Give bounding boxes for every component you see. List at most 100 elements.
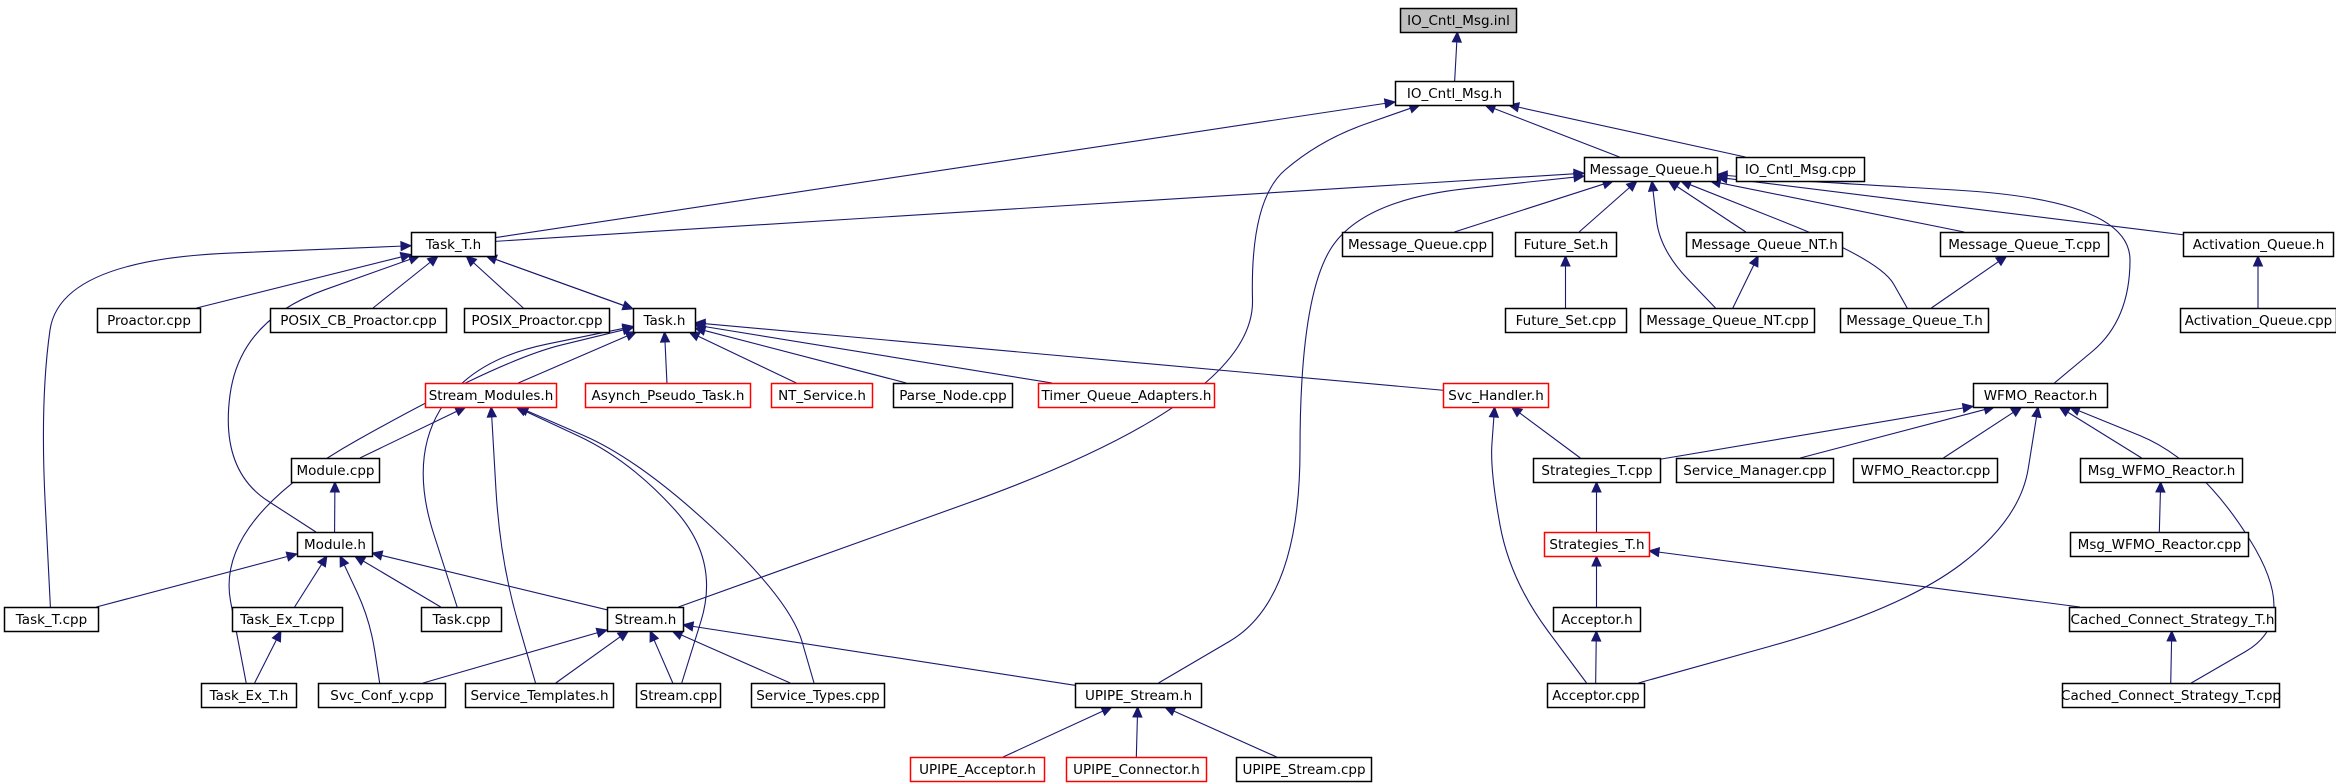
node-message-queue-t-h[interactable]: Message_Queue_T.h [1839, 307, 1990, 334]
node-acceptor-h[interactable]: Acceptor.h [1552, 606, 1642, 633]
arrowhead-acceptor_cpp-to-acceptor_h [1590, 629, 1602, 642]
node-box [420, 606, 503, 633]
node-message-queue-cpp[interactable]: Message_Queue.cpp [1341, 231, 1494, 258]
node-service-manager-cpp[interactable]: Service_Manager.cpp [1675, 457, 1835, 484]
arrowhead-acceptor_cpp-to-wfmo_reactor_h [2031, 405, 2042, 419]
node-label: POSIX_Proactor.cpp [471, 313, 602, 329]
node-activation-queue-h[interactable]: Activation_Queue.h [2182, 231, 2335, 258]
node-label: Future_Set.cpp [1516, 313, 1617, 329]
node-future-set-h[interactable]: Future_Set.h [1514, 231, 1618, 258]
node-posix-proactor-cpp[interactable]: POSIX_Proactor.cpp [463, 307, 611, 334]
node-future-set-cpp[interactable]: Future_Set.cpp [1504, 307, 1628, 334]
node-stream-modules-h[interactable]: Stream_Modules.h [424, 382, 558, 409]
node-svc-handler-h[interactable]: Svc_Handler.h [1442, 382, 1550, 409]
node-posix-cb-proactor-cpp[interactable]: POSIX_CB_Proactor.cpp [269, 307, 448, 334]
node-svc-conf-y-cpp[interactable]: Svc_Conf_y.cpp [317, 682, 447, 709]
node-task-ex-t-cpp[interactable]: Task_Ex_T.cpp [231, 606, 344, 633]
arrowhead-stream_cpp-to-stream_h [649, 629, 660, 643]
edge-nt_service_h-to-task_h [697, 335, 797, 384]
node-message-queue-nt-h[interactable]: Message_Queue_NT.h [1685, 231, 1844, 258]
node-io-cntl-msg-cpp[interactable]: IO_Cntl_Msg.cpp [1735, 156, 1866, 183]
node-label: Service_Templates.h [470, 688, 608, 704]
node-box [3, 606, 100, 633]
node-service-templates-h[interactable]: Service_Templates.h [464, 682, 615, 709]
node-task-h[interactable]: Task.h [632, 307, 697, 334]
node-label: Message_Queue_NT.cpp [1646, 313, 1809, 329]
edge-wfmo_reactor_h-to-message_queue_h [1726, 174, 2131, 384]
node-module-cpp[interactable]: Module.cpp [290, 457, 381, 484]
node-box [317, 682, 447, 709]
node-box [1504, 307, 1628, 334]
node-label: Stream.h [615, 612, 677, 628]
arrowhead-cached_connect_strategy_t_h-to-strategies_t_h [1647, 546, 1661, 558]
node-strategies-t-cpp[interactable]: Strategies_T.cpp [1532, 457, 1662, 484]
edge-io_cntl_msg_cpp-to-io_cntl_msg_h [1518, 106, 1746, 158]
node-task-t-cpp[interactable]: Task_T.cpp [3, 606, 100, 633]
edge-msg_wfmo_reactor_h-to-wfmo_reactor_h [2067, 411, 2142, 459]
node-nt-service-h[interactable]: NT_Service.h [770, 382, 874, 409]
arrowhead-posix_proactor_cpp-to-task_t_h [465, 255, 478, 267]
node-upipe-stream-cpp[interactable]: UPIPE_Stream.cpp [1235, 756, 1373, 783]
node-cached-connect-strategy-t-h[interactable]: Cached_Connect_Strategy_T.h [2068, 606, 2277, 633]
arrowhead-msg_wfmo_reactor_h-to-wfmo_reactor_h [2058, 406, 2072, 418]
node-message-queue-h[interactable]: Message_Queue.h [1583, 156, 1719, 183]
node-label: Cached_Connect_Strategy_T.cpp [2061, 688, 2281, 704]
edge-future_set_h-to-message_queue_h [1578, 187, 1630, 233]
node-cached-connect-strategy-t-cpp[interactable]: Cached_Connect_Strategy_T.cpp [2061, 682, 2281, 709]
arrowhead-strategies_t_cpp-to-wfmo_reactor_h [1961, 402, 1975, 414]
node-strategies-t-h[interactable]: Strategies_T.h [1543, 531, 1651, 558]
node-label: Timer_Queue_Adapters.h [1041, 388, 1212, 404]
edge-upipe_stream_h-to-stream_h [692, 625, 1076, 686]
edge-activation_queue_h-to-message_queue_h [1726, 177, 2184, 236]
edge-task_t_h-to-task_h [486, 255, 624, 306]
node-msg-wfmo-reactor-cpp[interactable]: Msg_WFMO_Reactor.cpp [2069, 531, 2250, 558]
arrowhead-task_ex_t_h-to-task_ex_t_cpp [271, 629, 282, 643]
arrowhead-asynch_pseudo_task_h-to-task_h [659, 330, 671, 343]
node-message-queue-t-cpp[interactable]: Message_Queue_T.cpp [1939, 231, 2110, 258]
node-io-cntl-msg-inl[interactable]: IO_Cntl_Msg.inl [1399, 7, 1518, 34]
edge-posix_proactor_cpp-to-task_t_h [473, 262, 524, 309]
node-proactor-cpp[interactable]: Proactor.cpp [96, 307, 202, 334]
node-label: Proactor.cpp [107, 313, 191, 329]
node-box [290, 457, 381, 484]
node-upipe-acceptor-h[interactable]: UPIPE_Acceptor.h [909, 756, 1046, 783]
node-parse-node-cpp[interactable]: Parse_Node.cpp [892, 382, 1014, 409]
node-task-t-h[interactable]: Task_T.h [410, 231, 497, 258]
node-upipe-stream-h[interactable]: UPIPE_Stream.h [1074, 682, 1203, 709]
node-label: IO_Cntl_Msg.h [1407, 86, 1502, 102]
edge-stream_h-to-module_h [381, 554, 608, 611]
node-box [1341, 231, 1494, 258]
node-io-cntl-msg-h[interactable]: IO_Cntl_Msg.h [1394, 80, 1515, 107]
node-box [1065, 756, 1208, 783]
node-stream-h[interactable]: Stream.h [606, 606, 685, 633]
node-message-queue-nt-cpp[interactable]: Message_Queue_NT.cpp [1639, 307, 1816, 334]
node-wfmo-reactor-h[interactable]: WFMO_Reactor.h [1972, 382, 2109, 409]
node-acceptor-cpp[interactable]: Acceptor.cpp [1546, 682, 1646, 709]
arrowhead-task_ex_t_cpp-to-module_h [316, 554, 328, 568]
node-stream-cpp[interactable]: Stream.cpp [635, 682, 722, 709]
node-box [892, 382, 1014, 409]
node-activation-queue-cpp[interactable]: Activation_Queue.cpp [2179, 307, 2336, 334]
arrowhead-cached_connect_strategy_t_cpp-to-cached_connect_strategy_t_h [2166, 629, 2177, 642]
edge-task_ex_t_cpp-to-module_h [294, 564, 323, 608]
node-box [410, 231, 497, 258]
node-task-cpp[interactable]: Task.cpp [420, 606, 503, 633]
node-label: Task.h [643, 313, 686, 329]
arrowhead-future_set_h-to-message_queue_h [1625, 180, 1638, 192]
node-module-h[interactable]: Module.h [296, 531, 374, 558]
arrowhead-task_t_h-to-task_h [621, 300, 635, 311]
node-timer-queue-adapters-h[interactable]: Timer_Queue_Adapters.h [1037, 382, 1216, 409]
arrowhead-service_templates_h-to-stream_modules_h [486, 405, 498, 418]
node-service-types-cpp[interactable]: Service_Types.cpp [750, 682, 886, 709]
arrowhead-task_t_cpp-to-task_t_h [400, 240, 413, 252]
edge-io_cntl_msg_h-to-io_cntl_msg_inl [1454, 41, 1458, 82]
node-msg-wfmo-reactor-h[interactable]: Msg_WFMO_Reactor.h [2079, 457, 2244, 484]
edge-acceptor_cpp-to-wfmo_reactor_h [1638, 416, 2038, 684]
nodes-layer: IO_Cntl_Msg.inlIO_Cntl_Msg.hMessage_Queu… [3, 7, 2336, 783]
node-upipe-connector-h[interactable]: UPIPE_Connector.h [1065, 756, 1208, 783]
node-wfmo-reactor-cpp[interactable]: WFMO_Reactor.cpp [1852, 457, 1999, 484]
node-asynch-pseudo-task-h[interactable]: Asynch_Pseudo_Task.h [584, 382, 752, 409]
node-task-ex-t-h[interactable]: Task_Ex_T.h [200, 682, 298, 709]
arrowhead-future_set_cpp-to-future_set_h [1560, 254, 1571, 267]
arrowhead-message_queue_nt_cpp-to-message_queue_nt_h [1748, 254, 1759, 268]
